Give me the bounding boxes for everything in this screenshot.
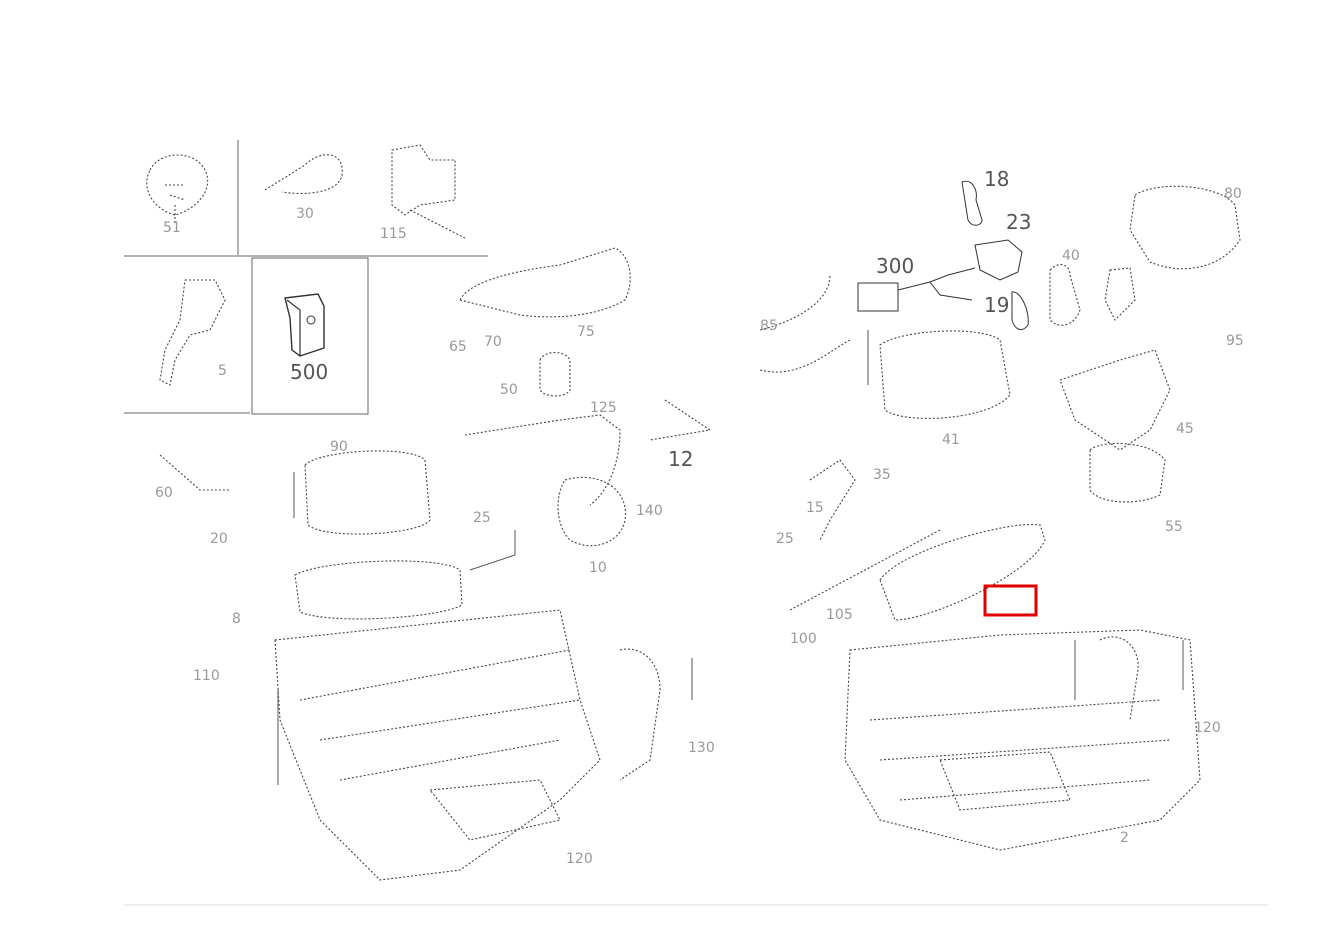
label-130: 130 <box>688 740 715 756</box>
label-20: 20 <box>210 531 228 547</box>
label-100: 100 <box>790 631 817 647</box>
label-105: 105 <box>826 607 853 623</box>
label-90: 90 <box>330 439 348 455</box>
label-140: 140 <box>636 503 663 519</box>
label-60: 60 <box>155 485 173 501</box>
label-120-right: 120 <box>1194 720 1221 736</box>
label-35: 35 <box>873 467 891 483</box>
inset-part-bracket <box>146 154 209 225</box>
label-95: 95 <box>1226 333 1244 349</box>
label-110: 110 <box>193 668 220 684</box>
label-51: 51 <box>163 220 181 236</box>
inset-frames <box>124 140 1268 906</box>
label-15: 15 <box>806 500 824 516</box>
label-2: 2 <box>1120 830 1129 846</box>
label-25-right: 25 <box>776 531 794 547</box>
label-41: 41 <box>942 432 960 448</box>
label-300: 300 <box>876 254 914 278</box>
inset-part-mount <box>391 144 466 239</box>
label-8: 8 <box>232 611 241 627</box>
label-50: 50 <box>500 382 518 398</box>
label-70: 70 <box>484 334 502 350</box>
label-40: 40 <box>1062 248 1080 264</box>
label-500: 500 <box>290 360 328 384</box>
label-23: 23 <box>1006 210 1031 234</box>
label-115: 115 <box>380 226 407 242</box>
highlight-box <box>983 584 1038 617</box>
label-19: 19 <box>984 293 1009 317</box>
label-120-left: 120 <box>566 851 593 867</box>
label-75: 75 <box>577 324 595 340</box>
inset-part-500-clip <box>284 293 325 357</box>
part-labels: 18 23 300 19 500 12 90 95 100 105 110 12… <box>155 167 1244 867</box>
label-30: 30 <box>296 206 314 222</box>
label-85: 85 <box>760 318 778 334</box>
label-55: 55 <box>1165 519 1183 535</box>
inset-part-hose <box>264 154 343 194</box>
left-fuel-pump-assembly <box>159 247 712 881</box>
label-18: 18 <box>984 167 1009 191</box>
inset-part-clamp <box>159 279 226 386</box>
right-fuel-pump-assembly <box>759 180 1241 851</box>
label-5: 5 <box>218 363 227 379</box>
label-25-left: 25 <box>473 510 491 526</box>
label-10: 10 <box>589 560 607 576</box>
label-125: 125 <box>590 400 617 416</box>
label-65: 65 <box>449 339 467 355</box>
label-12: 12 <box>668 447 693 471</box>
label-80: 80 <box>1224 186 1242 202</box>
label-45: 45 <box>1176 421 1194 437</box>
